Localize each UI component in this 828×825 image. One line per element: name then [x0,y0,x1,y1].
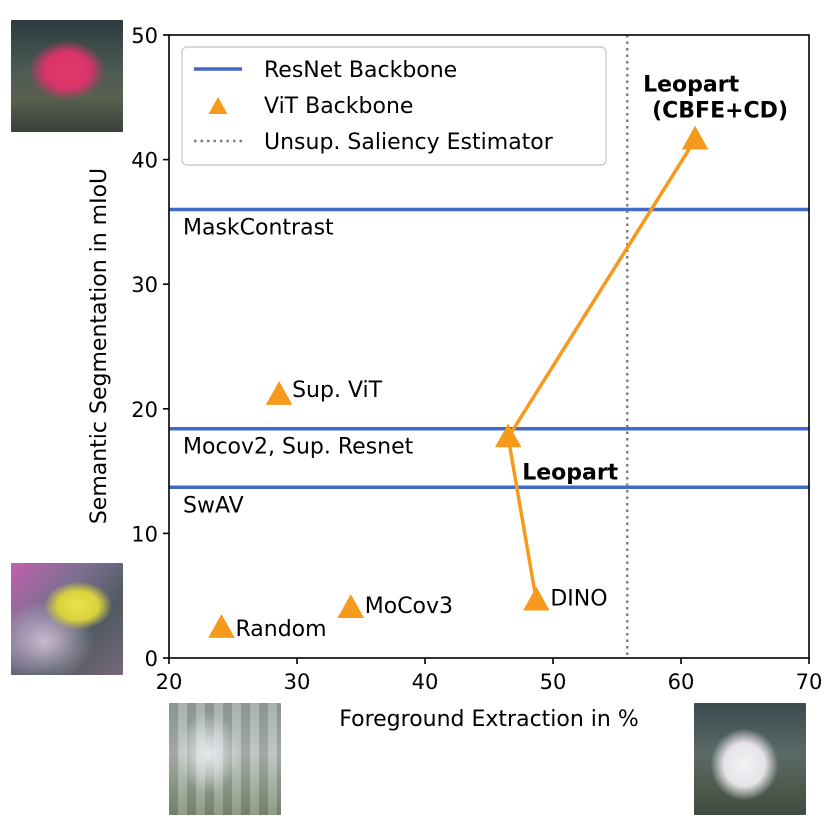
legend-entry-label: ResNet Backbone [264,58,457,83]
plot-frame [168,34,810,659]
axes-layer: 20 30 40 50 60 70 0 10 20 30 40 50 [131,24,822,694]
legend-box [181,46,607,166]
point-label: Leopart(CBFE+CD) [643,73,788,124]
segmentation-thumbnail-bottom-left [11,563,123,675]
vit-point-marker [265,381,293,405]
point-label: Leopart [522,460,618,485]
vit-point-marker [208,614,235,638]
x-tick-label: 30 [284,670,311,694]
point-label: Random [235,617,326,642]
y-tick-label: 20 [131,398,158,422]
point-label: Sup. ViT [292,378,383,403]
segmentation-thumbnail-bottom-center [169,703,281,815]
vit-point-marker [337,594,365,618]
y-tick-label: 10 [131,522,158,546]
y-tick-label: 0 [145,647,158,671]
x-tick-label: 20 [156,670,183,694]
y-tick-label: 50 [131,24,158,48]
y-tick-label: 30 [131,273,158,297]
resnet-line-label: MaskContrast [183,215,334,240]
legend-entry-label: ViT Backbone [264,94,413,119]
resnet-line-label: SwAV [183,493,244,518]
vit-point-marker [523,586,550,611]
vit-point-marker [681,125,709,150]
legend-triangle-icon [208,97,228,114]
x-tick-label: 50 [540,670,567,694]
x-tick-label: 40 [412,670,439,694]
y-axis-label: Semantic Segmentation in mIoU [87,168,112,524]
resnet-line-label: Mocov2, Sup. Resnet [183,435,414,460]
x-axis-label: Foreground Extraction in % [339,707,639,732]
point-label: MoCov3 [365,594,453,619]
x-tick-label: 70 [796,670,823,694]
x-tick-label: 60 [668,670,695,694]
vit-point-marker [494,423,522,448]
y-tick-label: 40 [131,149,158,173]
point-label: DINO [550,587,607,612]
segmentation-thumbnail-top-left [11,20,123,132]
segmentation-thumbnail-bottom-right [694,703,806,815]
legend-entry-label: Unsup. Saliency Estimator [264,130,554,155]
